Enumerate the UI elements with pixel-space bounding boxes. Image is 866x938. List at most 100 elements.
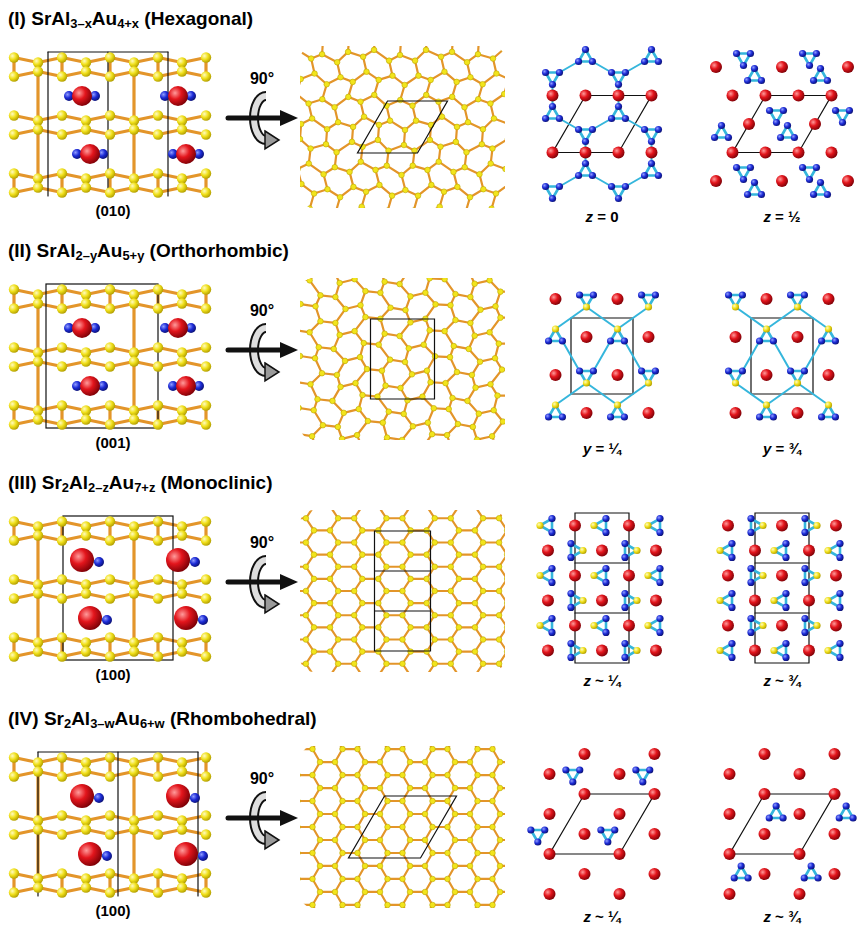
rotation-axis bbox=[228, 348, 282, 353]
au-atom bbox=[424, 552, 430, 558]
au-atom bbox=[376, 122, 382, 128]
framework-bonds bbox=[14, 290, 206, 425]
au-atom bbox=[9, 361, 19, 371]
au-atom bbox=[839, 119, 846, 126]
au-atom bbox=[615, 195, 622, 202]
cell-edge bbox=[197, 752, 198, 896]
au-atom bbox=[57, 771, 67, 781]
sr-atom bbox=[776, 570, 788, 582]
au-link bbox=[767, 383, 798, 405]
au-atom bbox=[504, 552, 505, 558]
au-atom bbox=[300, 166, 301, 172]
sr-atom bbox=[542, 645, 554, 657]
au-atom bbox=[791, 134, 798, 141]
au-atom bbox=[733, 50, 740, 57]
au-link bbox=[556, 383, 587, 405]
au-atom bbox=[81, 766, 91, 776]
au-atom bbox=[411, 208, 417, 209]
au-atom bbox=[320, 96, 326, 102]
au-atom bbox=[836, 590, 843, 597]
au-atom bbox=[747, 515, 754, 522]
au-atom bbox=[129, 182, 139, 192]
au-atom bbox=[105, 361, 115, 371]
au-atom bbox=[153, 419, 163, 429]
au-atom bbox=[468, 74, 474, 80]
au-atom bbox=[648, 160, 655, 167]
structure-row bbox=[9, 324, 844, 857]
au-atom bbox=[33, 182, 43, 192]
au-atom bbox=[331, 346, 337, 352]
au-atom bbox=[105, 535, 115, 545]
au-atom bbox=[432, 564, 438, 570]
au-atom bbox=[777, 134, 784, 141]
sr-atom bbox=[612, 293, 624, 305]
au-atom bbox=[602, 565, 609, 572]
au-atom bbox=[496, 661, 502, 667]
au-link bbox=[804, 341, 821, 371]
au-atom bbox=[201, 516, 211, 526]
au-atom bbox=[487, 329, 493, 335]
sr-atom bbox=[547, 90, 559, 102]
cell-edge bbox=[47, 52, 48, 196]
au-atom bbox=[442, 328, 448, 334]
au-bond bbox=[504, 49, 505, 58]
au-atom bbox=[306, 161, 312, 167]
au-atom bbox=[425, 420, 431, 426]
sr-atom bbox=[596, 645, 608, 657]
sr-atom bbox=[569, 520, 581, 532]
au-atom bbox=[311, 600, 317, 606]
au-atom bbox=[397, 97, 403, 103]
au-atom bbox=[545, 413, 552, 420]
au-atom bbox=[351, 515, 357, 521]
al-atom bbox=[770, 647, 777, 654]
al-atom bbox=[583, 379, 590, 386]
au-atom bbox=[153, 303, 163, 313]
au-atom bbox=[836, 654, 843, 661]
au-atom bbox=[438, 144, 444, 150]
layer-view bbox=[710, 50, 854, 198]
au-atom bbox=[359, 528, 365, 534]
au-atom bbox=[442, 278, 448, 282]
au-atom bbox=[349, 139, 355, 145]
au-atom bbox=[335, 540, 341, 546]
au-atom bbox=[801, 291, 808, 298]
au-atom bbox=[747, 529, 754, 536]
au-atom bbox=[424, 528, 430, 534]
au-atom bbox=[480, 661, 486, 667]
au-atom bbox=[728, 540, 735, 547]
au-atom bbox=[590, 367, 597, 374]
au-atom bbox=[335, 661, 341, 667]
au-atom bbox=[303, 588, 309, 594]
au-atom bbox=[9, 535, 19, 545]
al-atom bbox=[644, 572, 651, 579]
au-atom bbox=[337, 280, 343, 286]
au-atom bbox=[320, 422, 326, 428]
au-atom bbox=[491, 407, 497, 413]
au-atom bbox=[33, 646, 43, 656]
au-link bbox=[742, 341, 759, 371]
au-atom bbox=[400, 564, 406, 570]
au-atom bbox=[567, 604, 574, 611]
au-atom bbox=[300, 76, 304, 82]
rotation-symbol bbox=[228, 328, 298, 381]
au-atom bbox=[615, 103, 622, 110]
au-atom bbox=[621, 413, 628, 420]
au-atom bbox=[129, 588, 139, 598]
au-atom bbox=[468, 320, 474, 326]
au-atom bbox=[303, 661, 309, 667]
au-atom bbox=[129, 646, 139, 656]
au-atom bbox=[81, 637, 91, 647]
au-link bbox=[736, 383, 767, 405]
au-atom bbox=[81, 356, 91, 366]
unit-cell bbox=[751, 318, 813, 394]
au-atom bbox=[358, 302, 364, 308]
au-atom bbox=[346, 94, 352, 100]
au-atom bbox=[177, 356, 187, 366]
sr-atom bbox=[776, 620, 788, 632]
side-view bbox=[9, 52, 211, 198]
au-atom bbox=[548, 629, 555, 636]
au-atom bbox=[308, 146, 314, 152]
au-atom bbox=[389, 193, 395, 199]
au-atom bbox=[153, 752, 163, 762]
al-atom bbox=[732, 379, 739, 386]
